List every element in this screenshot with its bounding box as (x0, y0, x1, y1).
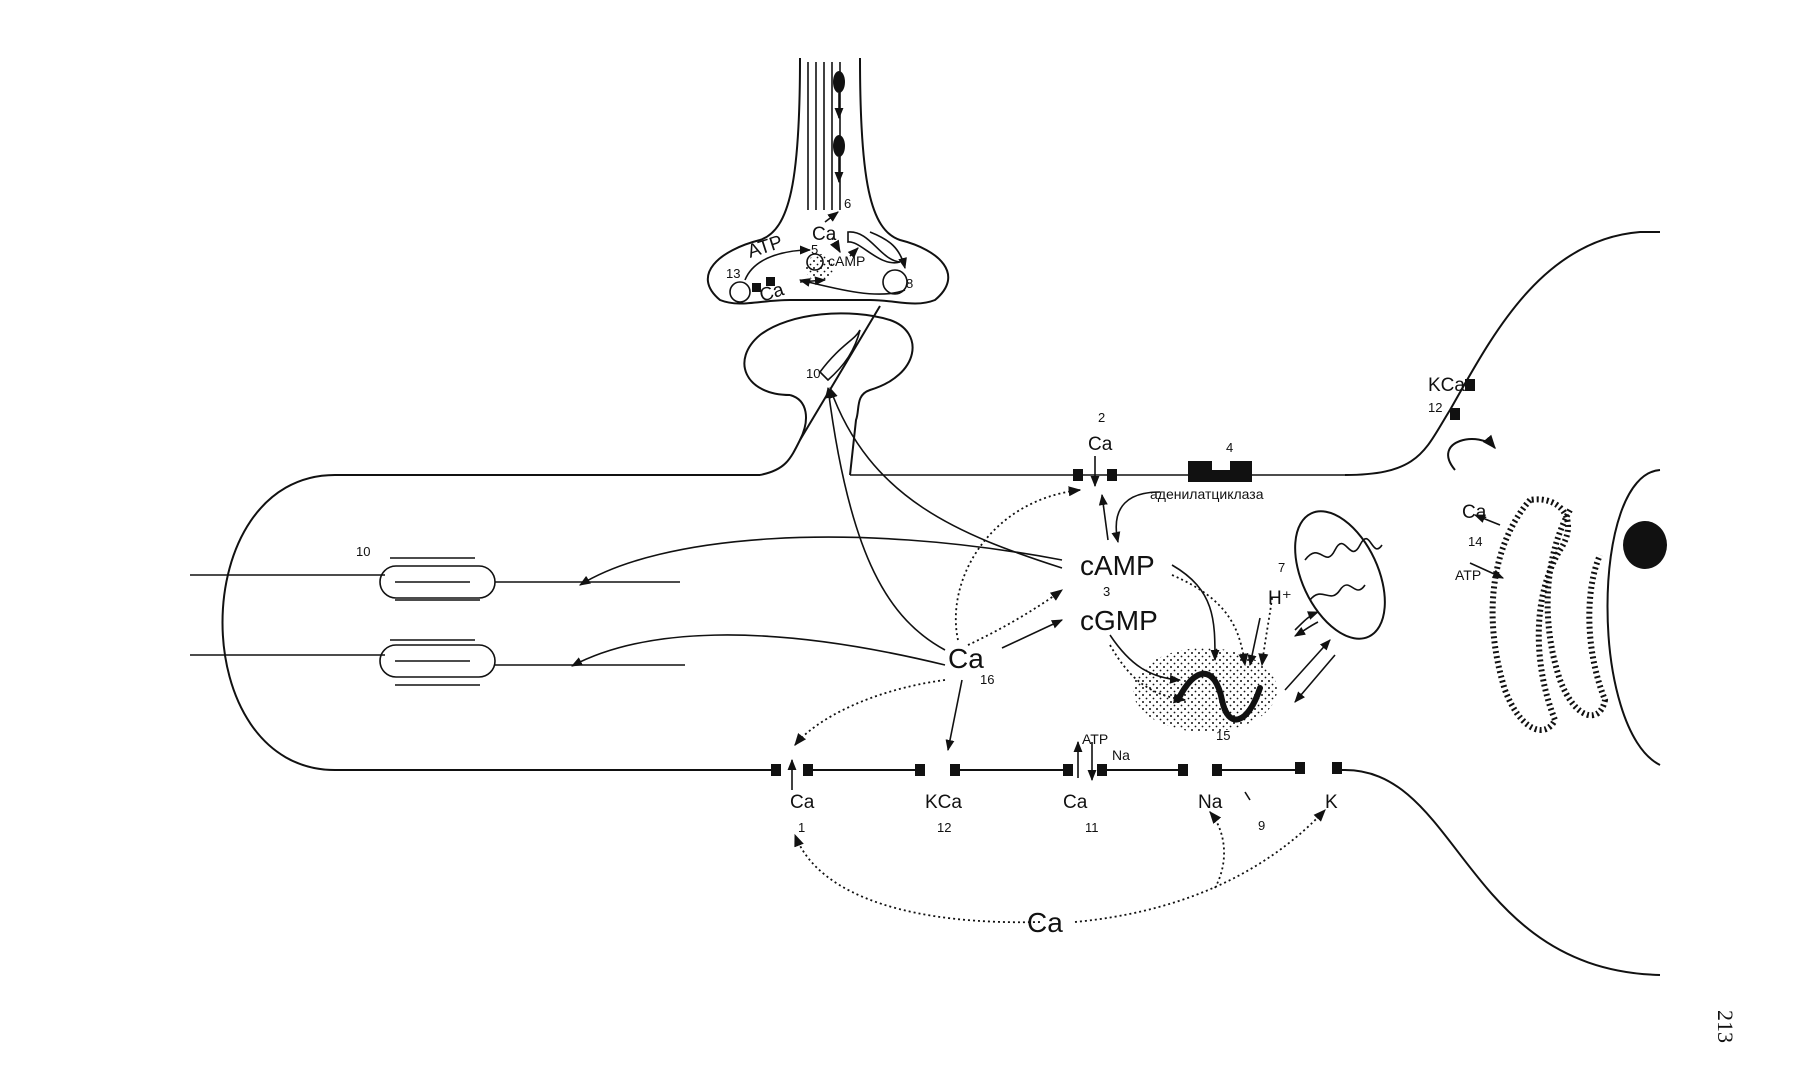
h-plus-label: H⁺ (1268, 588, 1292, 609)
callout-6: 6 (844, 196, 851, 211)
nerve-terminal (706, 57, 950, 305)
synapse-ca-top-label: Ca (812, 224, 837, 245)
endplate (743, 305, 1345, 476)
membrane-channels (771, 461, 1345, 776)
callout-9: 9 (1258, 818, 1265, 833)
callout-2: 2 (1098, 410, 1105, 425)
kca-right-label: KCa (1428, 375, 1465, 396)
callout-12b: 12 (937, 820, 951, 835)
atp-er-label: ATP (1455, 567, 1481, 583)
mitochondrion (1284, 510, 1386, 703)
camp-label: cAMP (1080, 550, 1155, 581)
callout-16: 16 (980, 672, 994, 687)
flux-arrows (787, 456, 1505, 801)
na-pump-label: Na (1112, 747, 1130, 763)
neighbor-cell (1344, 231, 1667, 766)
callout-11: 11 (1085, 820, 1099, 835)
cgmp-label: cGMP (1080, 605, 1158, 636)
callout-7: 7 (1278, 560, 1285, 575)
callout-10a: 10 (806, 366, 820, 381)
kca-bottom-label: KCa (925, 792, 962, 813)
ca-bottom-11-label: Ca (1063, 792, 1088, 813)
muscle-fiber-outline (221, 474, 1661, 976)
atp-pump-label: ATP (1082, 731, 1108, 747)
callout-5: 5 (811, 242, 818, 257)
labels: аденилатциклаза ATP Ca cAMP Ca cAMP cGMP… (745, 224, 1487, 938)
page-number: 213 (1713, 1010, 1738, 1043)
ca-extracellular-label: Ca (1027, 907, 1063, 938)
callout-3: 3 (1103, 584, 1110, 599)
ca-top-channel-label: Ca (1088, 434, 1113, 455)
contractile-protein (1133, 648, 1277, 732)
callout-8: 8 (906, 276, 913, 291)
synapse-camp-label: cAMP (828, 253, 865, 269)
number-callouts: 1 2 3 4 5 6 7 8 9 10 10 11 12 12 13 14 1… (356, 196, 1482, 835)
callout-13: 13 (726, 266, 740, 281)
callout-10b: 10 (356, 544, 370, 559)
k-bottom-label: K (1325, 792, 1338, 813)
ca-center-label: Ca (948, 643, 984, 674)
callout-1: 1 (798, 820, 805, 835)
signal-arrows (571, 386, 1326, 924)
synapse-atp-label: ATP (745, 232, 785, 263)
callout-15: 15 (1216, 728, 1230, 743)
callout-4: 4 (1226, 440, 1233, 455)
na-bottom-label: Na (1198, 792, 1223, 813)
ca-er-label: Ca (1462, 502, 1487, 523)
ca-bottom-1-label: Ca (790, 792, 815, 813)
synapse-ca-bottom-label: Ca (757, 279, 787, 307)
callout-12a: 12 (1428, 400, 1442, 415)
callout-14: 14 (1468, 534, 1482, 549)
sarcomeres (190, 557, 685, 686)
enzyme-label: аденилатциклаза (1150, 486, 1264, 502)
